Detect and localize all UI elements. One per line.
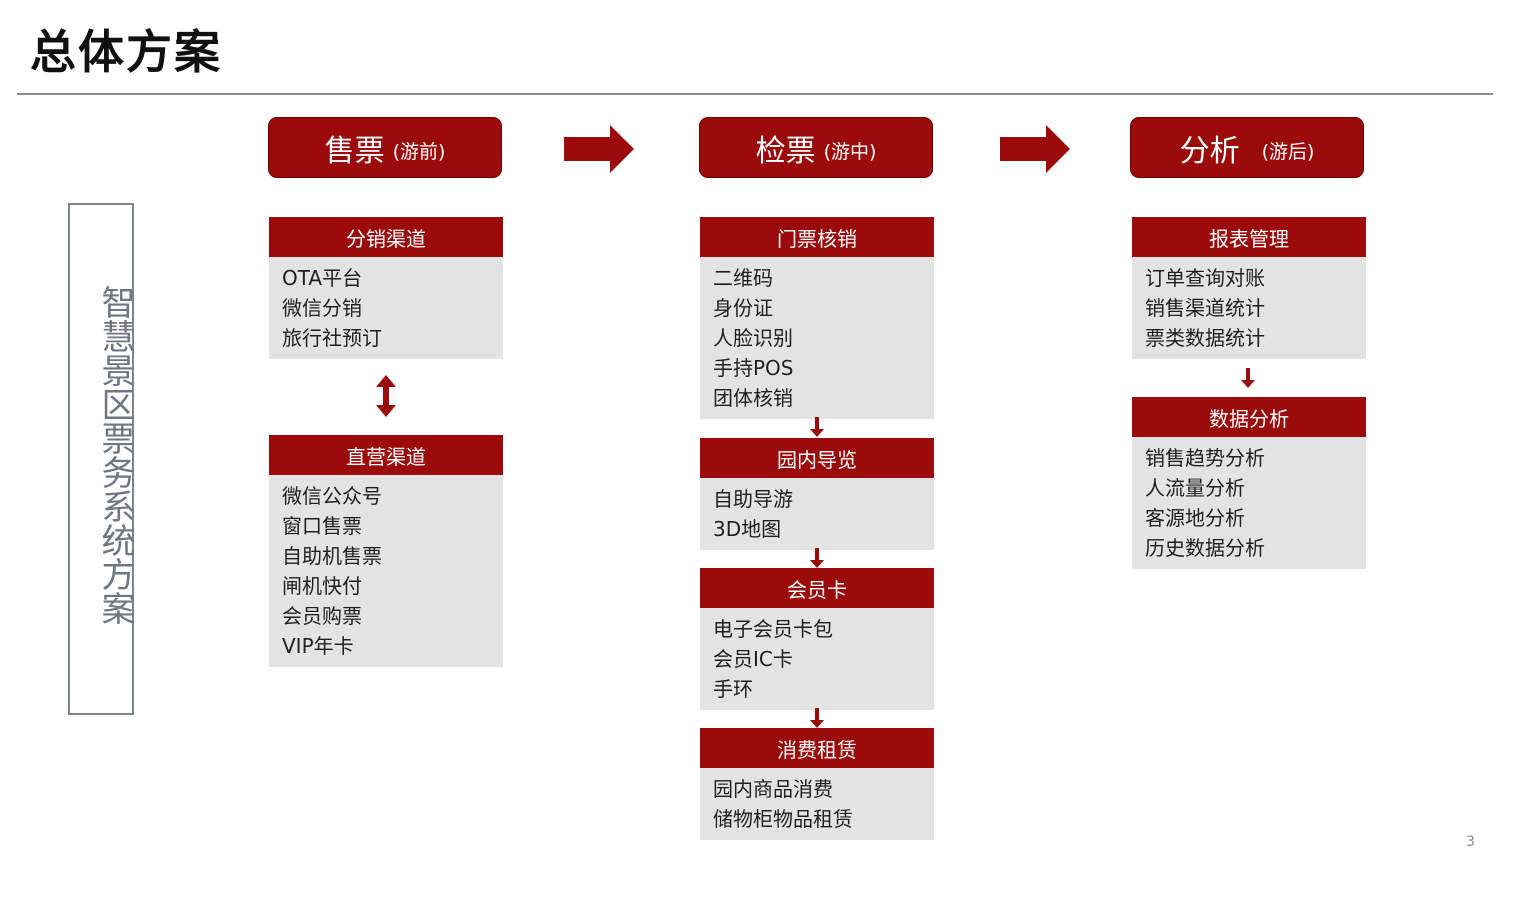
list-item: 旅行社预订: [282, 326, 382, 350]
phase-presale: 售票 (游前): [268, 117, 502, 178]
list-item: 园内商品消费: [713, 777, 833, 801]
list-item: 人流量分析: [1145, 476, 1245, 500]
list-item: 自助机售票: [282, 544, 382, 568]
phase-analysis: 分析 (游后): [1130, 117, 1364, 178]
list-item: 订单查询对账: [1145, 266, 1265, 290]
list-item: 身份证: [713, 296, 773, 320]
arrow-down-icon: [810, 548, 824, 568]
side-label: 智慧景区票务系统方案: [95, 285, 135, 625]
list-item: 人脸识别: [713, 326, 793, 350]
list-item: VIP年卡: [282, 634, 354, 658]
card-data-analysis: 数据分析 销售趋势分析 人流量分析 客源地分析 历史数据分析: [1132, 397, 1366, 569]
list-item: 微信分销: [282, 296, 362, 320]
list-item: 闸机快付: [282, 574, 362, 598]
card-consumption-rental: 消费租赁 园内商品消费 储物柜物品租赁: [700, 728, 934, 840]
side-label-box: 智慧景区票务系统方案: [68, 203, 135, 715]
phase-subtitle: (游前): [392, 141, 446, 163]
double-arrow-icon: [376, 375, 396, 417]
phase-check: 检票 (游中): [699, 117, 933, 178]
list-item: 历史数据分析: [1145, 536, 1265, 560]
card-ticket-verification: 门票核销 二维码 身份证 人脸识别 手持POS 团体核销: [700, 217, 934, 419]
list-item: 手持POS: [713, 356, 794, 380]
phase-subtitle: (游后): [1261, 141, 1315, 163]
page-number: 3: [1466, 834, 1475, 850]
arrow-down-icon: [810, 417, 824, 437]
card-title: 园内导览: [700, 438, 934, 478]
list-item: 客源地分析: [1145, 506, 1245, 530]
list-item: 3D地图: [713, 517, 782, 541]
list-item: 销售渠道统计: [1145, 296, 1265, 320]
list-item: 储物柜物品租赁: [713, 807, 853, 831]
title-divider: [17, 93, 1493, 95]
page-title: 总体方案: [30, 25, 222, 79]
card-title: 直营渠道: [269, 435, 503, 475]
list-item: 票类数据统计: [1145, 326, 1265, 350]
list-item: 二维码: [713, 266, 773, 290]
arrow-down-icon: [810, 708, 824, 728]
list-item: 销售趋势分析: [1145, 446, 1265, 470]
phase-title: 检票: [755, 133, 816, 169]
card-distribution-channel: 分销渠道 OTA平台 微信分销 旅行社预订: [269, 217, 503, 359]
list-item: 微信公众号: [282, 484, 382, 508]
card-title: 会员卡: [700, 568, 934, 608]
arrow-right-icon: [564, 125, 634, 173]
list-item: 手环: [713, 677, 753, 701]
card-title: 报表管理: [1132, 217, 1366, 257]
arrow-right-icon: [1000, 125, 1070, 173]
list-item: 自助导游: [713, 487, 793, 511]
list-item: 会员购票: [282, 604, 362, 628]
list-item: 团体核销: [713, 386, 793, 410]
card-member-card: 会员卡 电子会员卡包 会员IC卡 手环: [700, 568, 934, 710]
list-item: 窗口售票: [282, 514, 362, 538]
card-direct-channel: 直营渠道 微信公众号 窗口售票 自助机售票 闸机快付 会员购票 VIP年卡: [269, 435, 503, 667]
list-item: 电子会员卡包: [713, 617, 833, 641]
card-title: 门票核销: [700, 217, 934, 257]
card-park-guide: 园内导览 自助导游 3D地图: [700, 438, 934, 550]
phase-title: 分析: [1179, 133, 1240, 169]
card-title: 消费租赁: [700, 728, 934, 768]
card-title: 数据分析: [1132, 397, 1366, 437]
list-item: 会员IC卡: [713, 647, 793, 671]
card-report-management: 报表管理 订单查询对账 销售渠道统计 票类数据统计: [1132, 217, 1366, 359]
phase-title: 售票: [324, 133, 385, 169]
phase-subtitle: (游中): [823, 141, 877, 163]
arrow-down-icon: [1241, 368, 1255, 388]
list-item: OTA平台: [282, 266, 363, 290]
card-title: 分销渠道: [269, 217, 503, 257]
